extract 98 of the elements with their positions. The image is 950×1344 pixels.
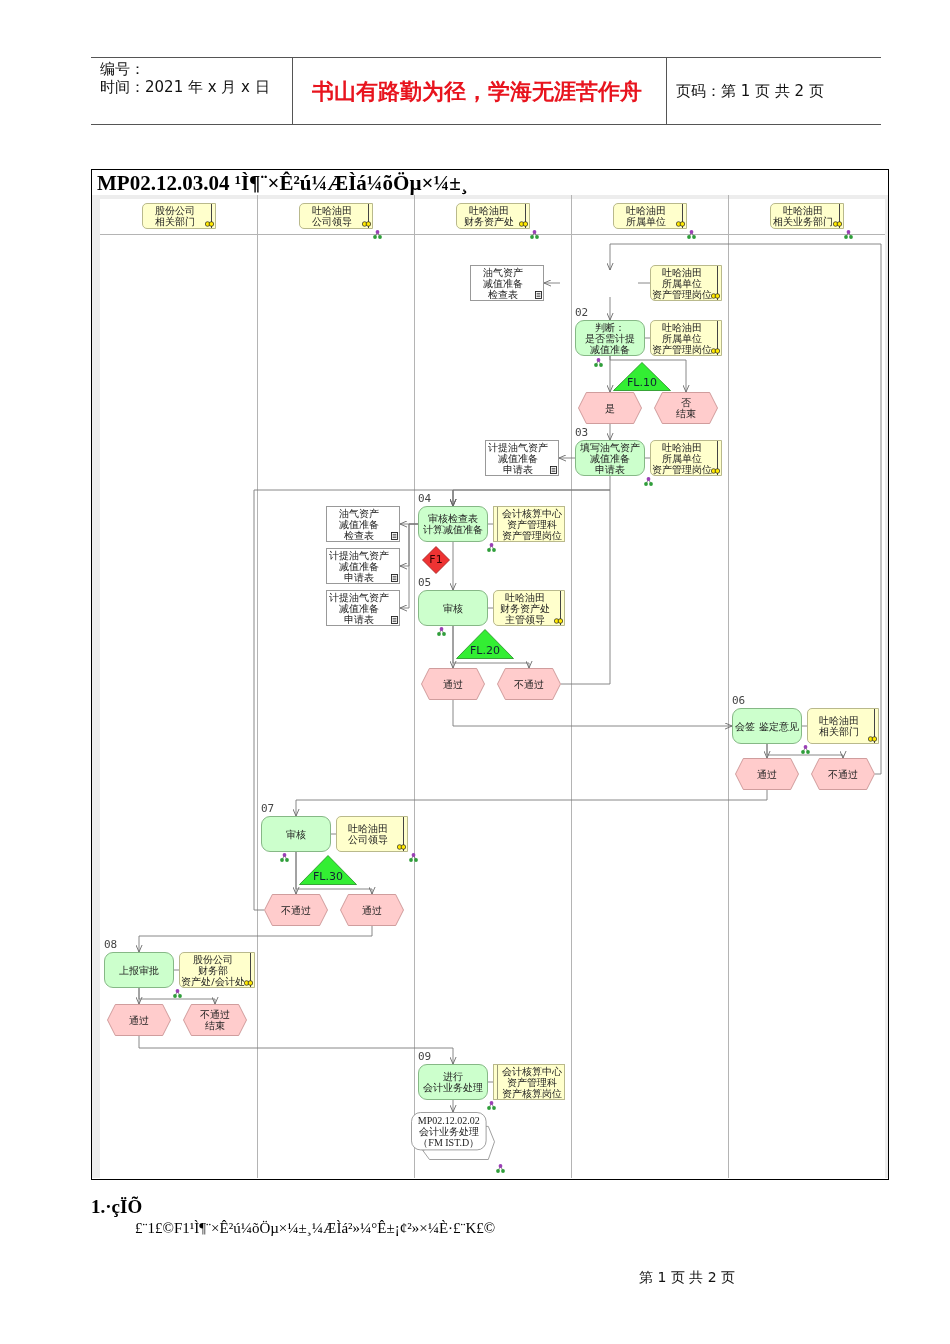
role-label: 吐哈油田所属单位资产管理岗位 (652, 441, 712, 475)
event-label: 不通过 (514, 678, 544, 690)
control-label: FL.30 (313, 871, 343, 883)
page-number: 页码：第 1 页 共 2 页 (676, 82, 824, 100)
role-label: 股份公司相关部门 (154, 205, 195, 227)
connector (330, 833, 337, 835)
role-label: 吐哈油田财务资产处主管领导 (500, 591, 550, 625)
role-box (455, 203, 530, 229)
step-number: 05 (418, 577, 432, 589)
role-box (807, 708, 879, 744)
task-box (104, 952, 174, 988)
event-label: 不通过 (281, 904, 311, 916)
connector (487, 523, 494, 525)
role-box (298, 203, 373, 229)
task-box (418, 590, 488, 626)
section-heading: 1.·çÏÕ (91, 1196, 143, 1218)
task-label: 判断：是否需计提减值准备 (585, 321, 635, 355)
document-box (326, 506, 400, 542)
control-triangle (299, 855, 357, 885)
role-box (179, 952, 255, 988)
task-box (418, 1064, 488, 1100)
role-label: 吐哈油田所属单位资产管理岗位 (652, 321, 712, 355)
event-label: 否结束 (676, 397, 696, 419)
role-label: 吐哈油田相关部门 (819, 715, 859, 737)
document-box (470, 265, 544, 301)
step-number: 09 (418, 1051, 432, 1063)
document-box (326, 590, 400, 626)
unit-box (493, 1064, 565, 1100)
task-box (261, 816, 331, 852)
document-label: 计提油气资产减值准备申请表 (487, 441, 548, 475)
document-label: 计提油气资产减值准备申请表 (328, 549, 389, 583)
connector (644, 337, 651, 339)
role-box (769, 203, 844, 229)
connector (173, 969, 180, 971)
task-label: 审核 (443, 602, 463, 614)
event-label: 不通过 (828, 768, 858, 780)
unit-label: 会计核算中心资产管理科资产核算岗位 (501, 1065, 562, 1099)
event-label: 通过 (129, 1014, 149, 1026)
risk-text: £¨1£©F1¹Ì¶¨×Ê²ú¼õÖµ×¼±¸¼ÆÌá²»¼°Ê±¡¢²»×¼È·£¨K£© (135, 1219, 496, 1237)
risk-diamond (422, 546, 450, 574)
control-triangle (613, 362, 671, 391)
connector (637, 282, 651, 284)
step-number: 08 (104, 939, 118, 951)
document-label: 计提油气资产减值准备申请表 (328, 591, 389, 625)
role-box (650, 440, 722, 476)
control-label: FL.20 (470, 645, 500, 657)
unit-box (493, 506, 565, 542)
step-number: 07 (261, 803, 275, 815)
task-label: 填写油气资产减值准备申请表 (580, 441, 640, 475)
role-label: 吐哈油田公司领导 (348, 823, 388, 845)
slogan-text: 书山有路勤为径，学海无涯苦作舟 (312, 79, 642, 105)
role-box (650, 265, 722, 301)
event-label: 通过 (362, 904, 382, 916)
document-box (326, 548, 400, 584)
document-box (485, 440, 559, 476)
event-label: 通过 (757, 768, 777, 780)
step-number: 03 (575, 427, 589, 439)
document-label: 油气资产减值准备检查表 (482, 266, 523, 300)
role-label: 吐哈油田所属单位资产管理岗位 (652, 266, 712, 300)
connector (487, 1081, 494, 1083)
role-box (650, 320, 722, 356)
role-box (336, 816, 408, 852)
role-label: 股份公司财务部资产处/会计处 (181, 953, 245, 987)
control-triangle (456, 629, 514, 659)
connector (644, 457, 651, 459)
risk-label: F1 (429, 554, 443, 566)
event-label: 通过 (443, 678, 463, 690)
event-label: 不通过结束 (200, 1009, 230, 1031)
role-box (493, 590, 565, 626)
control-label: FL.10 (627, 377, 657, 389)
date-label: 时间：2021 年 x 月 x 日 (100, 78, 270, 96)
task-label: 审核 (286, 828, 306, 840)
interface-label: MP02.12.02.02 会计业务处理（FM IST.D） (417, 1114, 480, 1148)
role-label: 吐哈油田相关业务部门 (772, 205, 833, 227)
task-box (575, 320, 645, 356)
role-label: 吐哈油田所属单位 (625, 205, 666, 227)
event-label: 是 (605, 402, 615, 414)
task-box (418, 506, 488, 542)
task-label: 进行会计业务处理 (423, 1071, 483, 1093)
page-footer: 第 1 页 共 2 页 (639, 1269, 736, 1286)
connector (487, 607, 494, 609)
task-label: 上报审批 (119, 964, 159, 976)
task-label: 审核检查表计算减值准备 (423, 513, 483, 535)
unit-label: 会计核算中心资产管理科资产管理岗位 (501, 507, 562, 541)
diagram-title: MP02.12.03.04 ¹Ì¶¨×Ê²ú¼ÆÌá¼õÖµ×¼±¸ (97, 171, 468, 195)
role-box (141, 203, 216, 229)
role-box (612, 203, 687, 229)
task-box (732, 708, 802, 744)
step-number: 06 (732, 695, 746, 707)
connector (801, 725, 808, 727)
code-label: 编号： (100, 60, 145, 78)
task-label: 会签 鉴定意见 (735, 720, 799, 732)
process-interface (411, 1112, 495, 1160)
role-label: 吐哈油田公司领导 (311, 205, 352, 227)
step-number: 04 (418, 493, 432, 505)
role-label: 吐哈油田财务资产处 (463, 205, 514, 227)
step-number: 02 (575, 307, 589, 319)
document-label: 油气资产减值准备检查表 (338, 507, 379, 541)
